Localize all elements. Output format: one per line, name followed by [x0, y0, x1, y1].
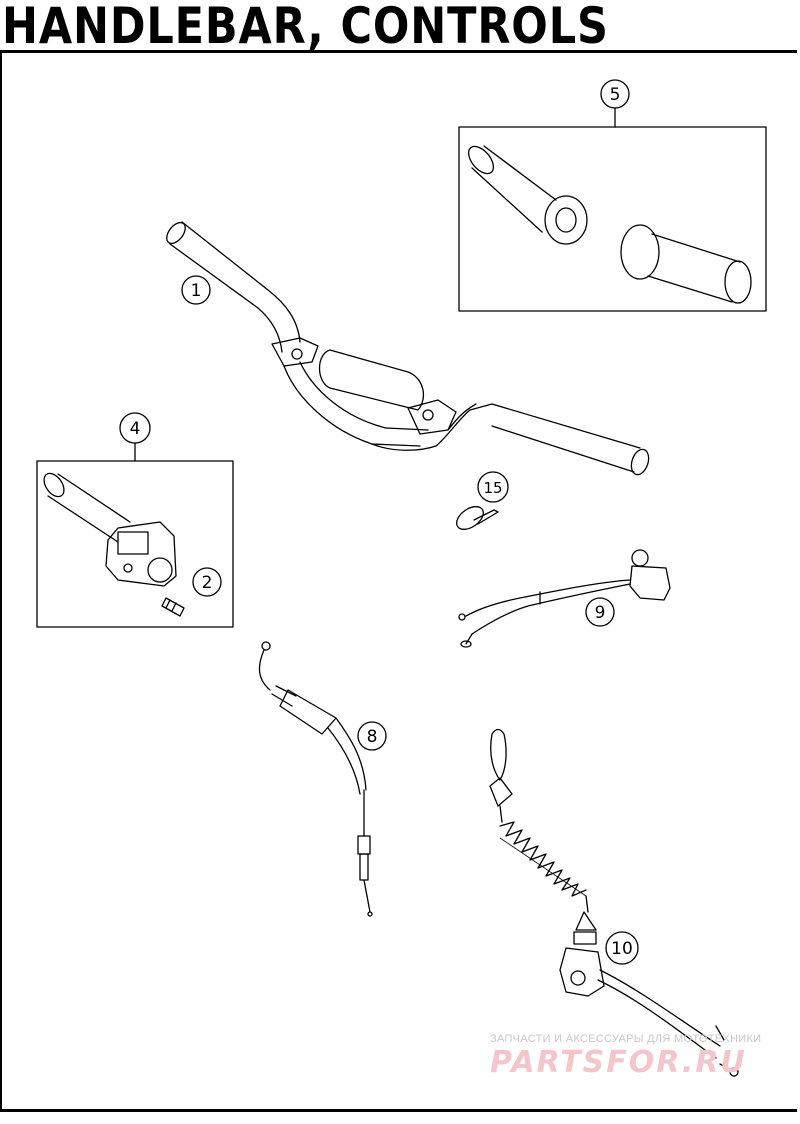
throttle-drawing	[43, 472, 185, 617]
kill-switch-drawing	[489, 728, 739, 1077]
callout-2: 2	[202, 573, 213, 593]
callout-9: 9	[595, 603, 606, 623]
handlebar-drawing	[166, 221, 650, 476]
cable-tie-drawing	[456, 506, 499, 530]
callout-4: 4	[130, 419, 141, 439]
callout-circle-8	[357, 721, 387, 751]
switch-drawing	[458, 549, 671, 648]
callout-circle-5	[600, 79, 630, 109]
page-title: HANDLEBAR, CONTROLS	[2, 0, 609, 55]
callout-circle-9	[585, 597, 615, 627]
callout-circle-15	[477, 471, 509, 503]
grips-box	[458, 126, 767, 312]
callout-10: 10	[611, 939, 633, 959]
watermark-brand: PARTSFOR.RU	[490, 1045, 747, 1080]
callout-circle-2	[192, 567, 222, 597]
callout-8: 8	[367, 727, 378, 747]
grips-drawing	[467, 145, 752, 304]
callout-circle-1	[181, 275, 211, 305]
diagram-frame	[0, 50, 797, 1112]
throttle-box	[36, 460, 234, 628]
callout-1: 1	[191, 281, 202, 301]
callout-circle-4	[119, 412, 151, 444]
callout-15: 15	[483, 479, 502, 497]
callout-circle-10	[605, 931, 639, 965]
watermark-tagline: ЗАПЧАСТИ И АКСЕССУАРЫ ДЛЯ МОТОТЕХНИКИ	[490, 1033, 761, 1045]
throttle-cable-drawing	[258, 641, 373, 917]
callout-5: 5	[610, 85, 621, 105]
